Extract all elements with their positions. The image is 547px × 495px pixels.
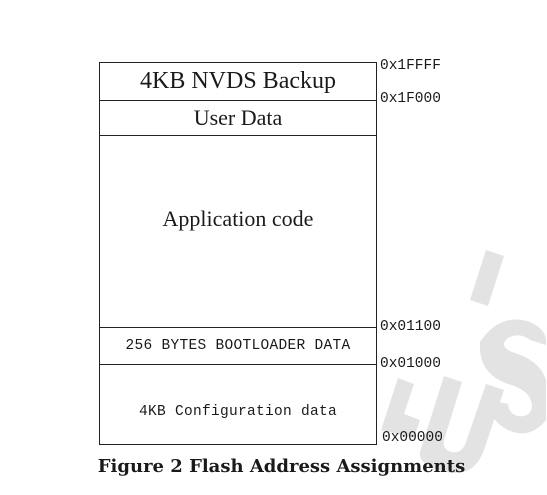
address-label: 0x01100 xyxy=(380,319,441,335)
region-label: Application code xyxy=(162,205,314,231)
figure-caption: Figure 2 Flash Address Assignments xyxy=(97,456,466,477)
region-label: User Data xyxy=(193,105,283,130)
watermark-glyph-s xyxy=(479,319,547,434)
region-configuration-data: 4KB Configuration data xyxy=(99,364,377,445)
address-label: 0x00000 xyxy=(382,430,443,446)
watermark-glyph-i xyxy=(470,250,504,306)
address-label: 0x1F000 xyxy=(380,91,441,107)
address-label: 0x1FFFF xyxy=(380,58,441,74)
region-nvds-backup: 4KB NVDS Backup xyxy=(99,62,377,101)
region-label: 4KB Configuration data xyxy=(138,403,338,420)
region-label: 4KB NVDS Backup xyxy=(140,68,336,94)
watermark-glyph-t xyxy=(381,378,420,438)
region-label: 256 BYTES BOOTLOADER DATA xyxy=(125,338,351,354)
region-bootloader-data: 256 BYTES BOOTLOADER DATA xyxy=(99,327,377,365)
address-label: 0x01000 xyxy=(380,356,441,372)
region-application-code: Application code xyxy=(99,135,377,328)
region-user-data: User Data xyxy=(99,100,377,136)
